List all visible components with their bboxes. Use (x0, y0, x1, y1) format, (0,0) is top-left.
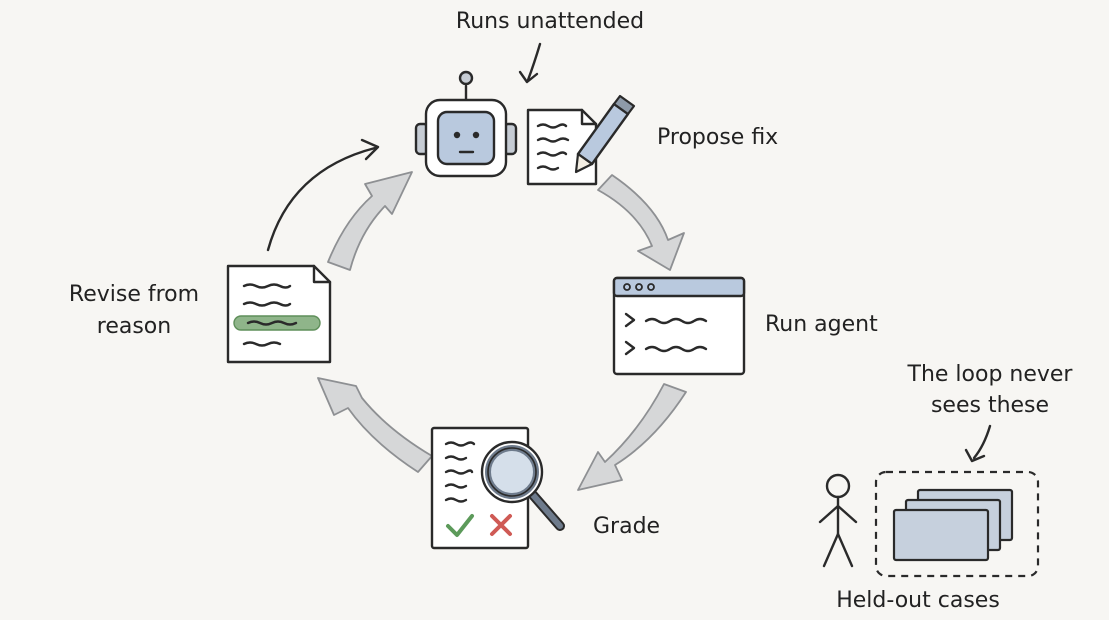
cycle-arrow-to-revise (317, 377, 433, 473)
robot-icon (414, 70, 518, 178)
loop-never-label-line2: sees these (931, 393, 1049, 418)
grade-label: Grade (593, 514, 660, 539)
runs-unattended-arrowhead (518, 70, 539, 84)
revised-document-icon (226, 264, 332, 364)
pen-icon (574, 94, 636, 174)
held-out-cases-box (874, 470, 1040, 578)
run-agent-label: Run agent (765, 312, 878, 337)
check-icon (446, 514, 474, 537)
cycle-arrow-to-grade (577, 383, 687, 491)
runs-unattended-label: Runs unattended (456, 9, 644, 34)
held-out-pointer-arrowhead (964, 448, 986, 463)
stick-figure-icon (818, 473, 858, 568)
propose-fix-label: Propose fix (657, 125, 778, 150)
revise-return-arrowhead (360, 138, 380, 161)
held-out-pointer-arrow (972, 424, 992, 460)
highlight-bar (233, 315, 321, 331)
cycle-arrow-to-propose (327, 171, 413, 271)
terminal-window-icon (612, 276, 746, 376)
held-out-cases-label: Held-out cases (836, 588, 1000, 613)
revise-return-arrow (266, 146, 377, 252)
loop-never-label-line1: The loop never (907, 362, 1074, 387)
revise-label-line2: reason (97, 314, 171, 339)
revise-label-line1: Revise from (69, 282, 199, 307)
cycle-arrow-to-run-agent (597, 174, 685, 271)
cross-icon (490, 514, 512, 536)
magnifier-icon (480, 440, 565, 531)
case-card (892, 508, 990, 562)
runs-unattended-arrow (526, 42, 542, 82)
